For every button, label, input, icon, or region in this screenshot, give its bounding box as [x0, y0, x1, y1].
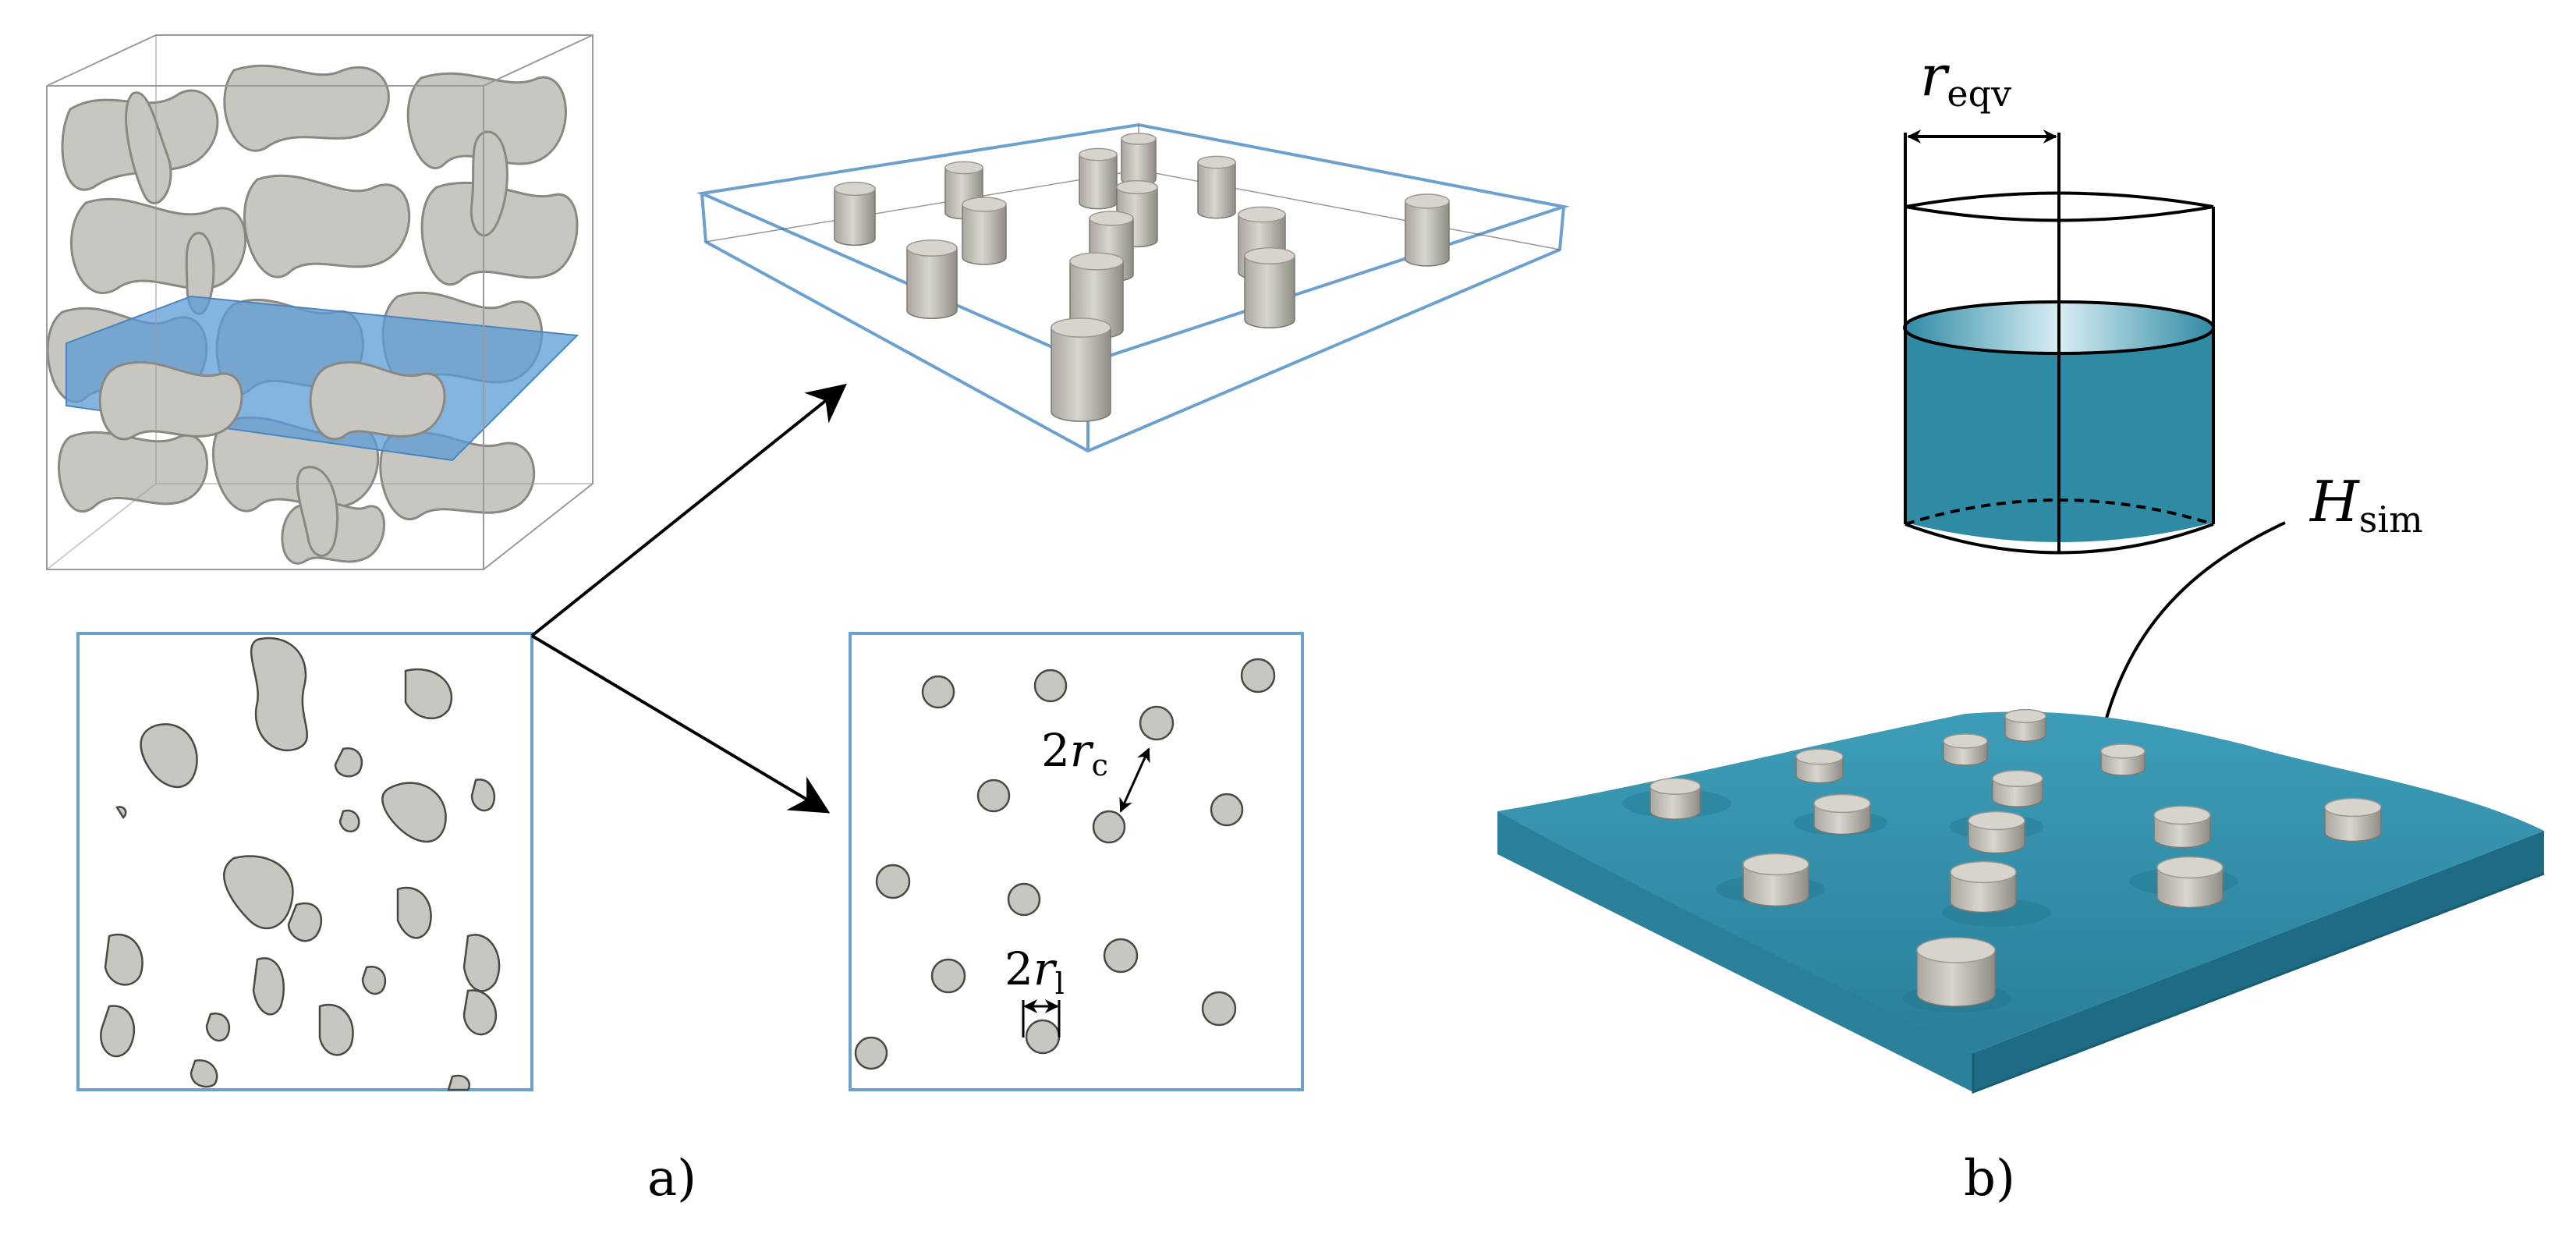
beaker: reqv: [1903, 43, 2215, 555]
fiber-cylinder: [1943, 733, 1988, 766]
fiber-cylinder: [1795, 748, 1844, 784]
cylinder-slab-3d: [696, 122, 1570, 453]
fiber-circle: [1092, 810, 1126, 844]
fiber-cylinder: [1950, 860, 2017, 913]
fiber-circle: [1201, 991, 1237, 1027]
fiber-circle: [930, 958, 966, 994]
fiber-cylinder: [1405, 193, 1450, 267]
fiber-circle: [1025, 1019, 1061, 1055]
fiber-cylinder: [2324, 797, 2382, 842]
arrow-to-2d-circles: [530, 634, 831, 814]
slice-2d-random: [76, 632, 533, 1091]
fiber-cylinder: [2153, 805, 2211, 849]
fiber-circle: [1103, 938, 1139, 974]
slice-2d-circles: 2rc 2rl: [849, 632, 1304, 1091]
panel-label-a: a): [647, 1150, 696, 1208]
fiber-cylinder: [1051, 317, 1111, 422]
panel-label-b: b): [1964, 1150, 2015, 1208]
fiber-cylinder: [1079, 147, 1118, 210]
fiber-circle: [1210, 793, 1244, 827]
porous-cube-3d: [46, 34, 594, 570]
fiber-cylinder: [834, 181, 876, 247]
arrow-to-3d-cylinders: [530, 383, 847, 637]
fiber-cylinder: [906, 239, 958, 319]
fiber-cylinder: [1649, 778, 1701, 820]
fiber-cylinder: [1992, 770, 2043, 807]
label-2rl: 2rl: [1005, 942, 1065, 1001]
fiber-cylinder: [1742, 853, 1809, 907]
fiber-circle: [976, 779, 1011, 813]
dimension-2rc: [1119, 747, 1150, 813]
fiber-cylinder: [962, 197, 1007, 265]
dimension-2rl: [1022, 999, 1061, 1038]
fiber-circle: [1240, 658, 1276, 693]
fiber-circle: [875, 864, 911, 899]
label-2rc: 2rc: [1041, 724, 1108, 782]
fiber-cylinder: [1121, 133, 1157, 186]
fiber-cylinder: [1244, 247, 1295, 328]
label-reqv: reqv: [1920, 43, 2011, 115]
fiber-cylinder: [1813, 793, 1871, 835]
fiber-cylinder: [2100, 743, 2145, 776]
label-hsim: Hsim: [2308, 469, 2423, 541]
fiber-cylinder: [2156, 856, 2223, 909]
fiber-circle: [854, 1036, 888, 1070]
fiber-circle: [1033, 669, 1068, 703]
fiber-cylinder: [2004, 708, 2046, 743]
fiber-cylinder: [1197, 155, 1236, 219]
fiber-circle: [921, 675, 955, 709]
fiber-circle: [1007, 882, 1041, 917]
fiber-cylinder: [1916, 937, 1996, 1007]
water-slab: [1497, 708, 2545, 1094]
fiber-cylinder: [1968, 810, 2025, 854]
fiber-circle: [1139, 705, 1175, 741]
